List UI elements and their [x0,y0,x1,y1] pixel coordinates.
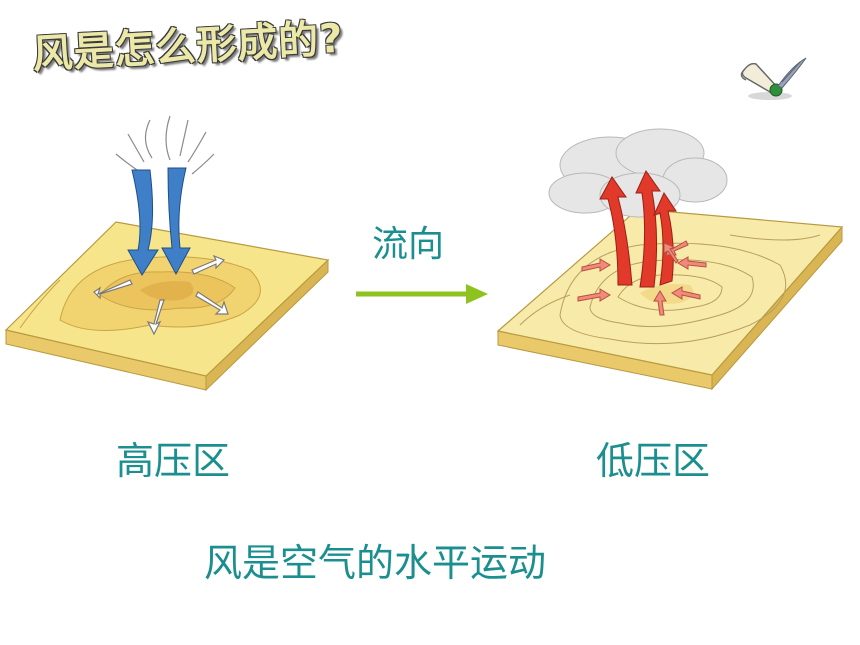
down-air-arrows-icon [127,167,191,276]
scroll-quill-icon [740,57,807,100]
conclusion-caption: 风是空气的水平运动 [204,541,547,585]
flow-direction-label: 流向 [372,224,445,265]
low-pressure-illustration [496,128,844,391]
page-title: 风是怎么形成的? [31,15,345,79]
high-pressure-illustration [4,115,330,392]
high-pressure-label: 高压区 [116,439,231,483]
flow-arrow-icon [356,284,488,304]
low-pressure-label: 低压区 [596,439,711,483]
up-air-arrows-icon [599,169,677,288]
